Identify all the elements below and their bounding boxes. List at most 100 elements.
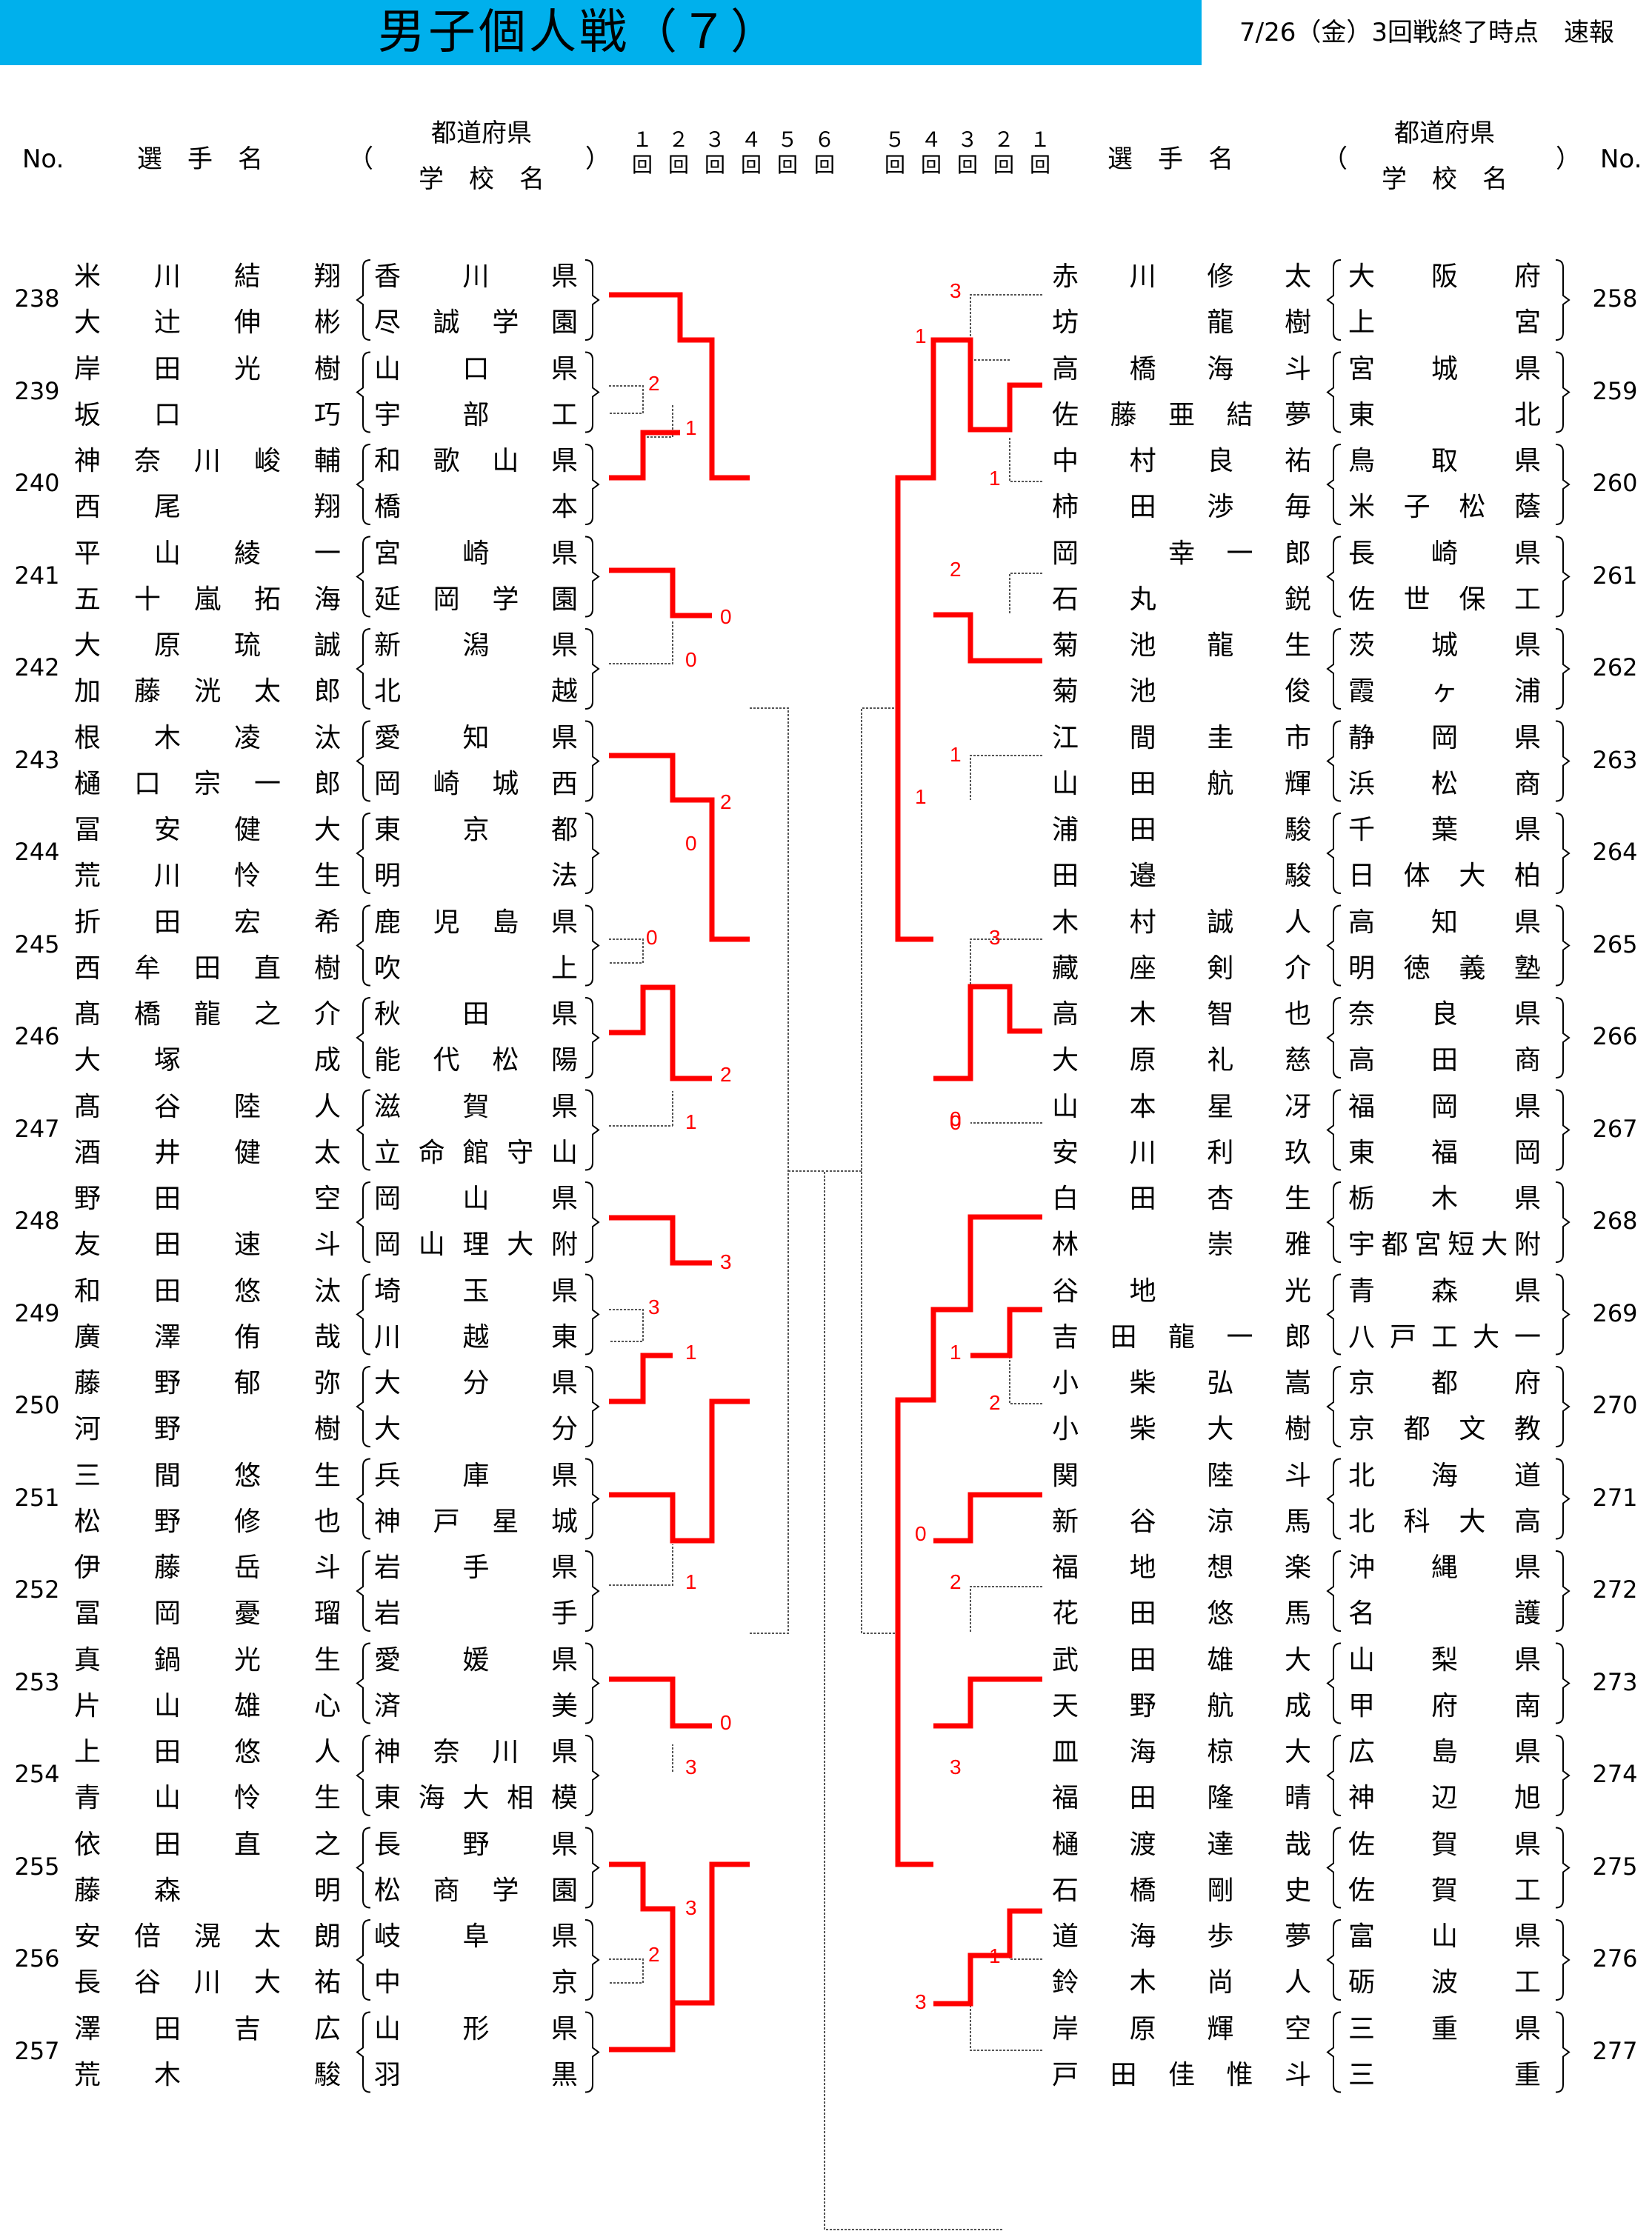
player-name: 江間圭市 bbox=[1052, 722, 1311, 753]
prefecture: 富山県 bbox=[1348, 1921, 1541, 1952]
prefecture: 滋賀県 bbox=[374, 1091, 578, 1122]
school-name: 岡山理大附 bbox=[374, 1230, 578, 1260]
bracket-line bbox=[609, 938, 644, 964]
player-name: 道海歩夢 bbox=[1052, 1921, 1311, 1952]
player-name: 加藤洸太郎 bbox=[74, 676, 341, 707]
win-line bbox=[933, 612, 1042, 664]
bracket-paren-close bbox=[1555, 997, 1571, 1078]
prefecture: 神奈川県 bbox=[374, 1737, 578, 1767]
school-name: 三重 bbox=[1348, 2059, 1541, 2090]
bracket-paren-open bbox=[356, 259, 371, 341]
player-name: 米川結翔 bbox=[74, 261, 341, 292]
bracket-paren-close bbox=[584, 1089, 600, 1171]
match-score: 2 bbox=[720, 790, 732, 813]
player-name: 坊 龍樹 bbox=[1052, 307, 1311, 338]
player-name: 花田悠馬 bbox=[1052, 1598, 1311, 1629]
school-name: 砺波工 bbox=[1348, 1967, 1541, 1998]
player-name: 荒木 駿 bbox=[74, 2059, 341, 2090]
entry-number: 243 bbox=[14, 745, 60, 774]
bracket-paren-close bbox=[584, 904, 600, 987]
bracket-paren-close bbox=[1555, 813, 1571, 894]
bracket-paren-close bbox=[584, 1550, 600, 1632]
entry-number: 272 bbox=[1592, 1576, 1638, 1604]
entry-number: 262 bbox=[1592, 653, 1638, 681]
bracket-paren-open bbox=[1326, 628, 1342, 710]
entry-number: 255 bbox=[14, 1852, 60, 1881]
match-score: 0 bbox=[720, 1711, 732, 1734]
win-line bbox=[609, 292, 750, 481]
school-name: 東北 bbox=[1348, 399, 1541, 430]
win-line bbox=[609, 1398, 750, 1544]
entry-number: 256 bbox=[14, 1944, 60, 1973]
entry-number: 257 bbox=[14, 2036, 60, 2065]
entry-number: 242 bbox=[14, 653, 60, 681]
match-score: 1 bbox=[685, 1110, 697, 1133]
match-score: 1 bbox=[915, 785, 927, 808]
bracket-paren-open bbox=[1326, 813, 1342, 894]
bracket-paren-open bbox=[1326, 1642, 1342, 1724]
bracket-line bbox=[970, 2004, 1042, 2051]
school-name: 宇部工 bbox=[374, 399, 578, 430]
school-name: 明法 bbox=[374, 861, 578, 891]
entry-number: 265 bbox=[1592, 930, 1638, 958]
player-name: 谷地 光 bbox=[1052, 1276, 1311, 1307]
bracket-paren-close bbox=[1555, 720, 1571, 802]
bracket-paren-open bbox=[1326, 536, 1342, 618]
entry-number: 250 bbox=[14, 1391, 60, 1419]
bracket-paren-close bbox=[1555, 351, 1571, 433]
prefecture: 山形県 bbox=[374, 2013, 578, 2044]
match-score: 3 bbox=[685, 1755, 697, 1778]
round-header-left: ３ 回 bbox=[704, 127, 725, 177]
player-name: 青山怜生 bbox=[74, 1783, 341, 1813]
match-score: 0 bbox=[646, 926, 658, 949]
bracket-paren-close bbox=[584, 2011, 600, 2093]
bracket-paren-close bbox=[584, 444, 600, 525]
bracket-paren-open bbox=[1326, 1273, 1342, 1356]
school-name: 北越 bbox=[374, 676, 578, 707]
bracket-paren-open bbox=[1326, 351, 1342, 433]
entry-number: 241 bbox=[14, 561, 60, 590]
prefecture: 長野県 bbox=[374, 1829, 578, 1860]
win-line bbox=[609, 430, 680, 481]
prefecture: 青森県 bbox=[1348, 1276, 1541, 1307]
bracket-paren-open bbox=[356, 1273, 371, 1356]
school-name: 日体大柏 bbox=[1348, 861, 1541, 891]
prefecture: 秋田県 bbox=[374, 999, 578, 1030]
prefecture: 岡山県 bbox=[374, 1184, 578, 1214]
school-name: 松商学園 bbox=[374, 1875, 578, 1906]
school-name: 吹上 bbox=[374, 953, 578, 984]
bracket-paren-close bbox=[584, 536, 600, 618]
school-name: 岡崎城西 bbox=[374, 768, 578, 799]
player-name: 山田航輝 bbox=[1052, 768, 1311, 799]
player-name: 冨安健大 bbox=[74, 815, 341, 845]
player-name: 吉田龍一郎 bbox=[1052, 1321, 1311, 1353]
bracket-line bbox=[643, 404, 673, 438]
col-no-right: No. bbox=[1600, 144, 1642, 174]
player-name: 戸田佳惟斗 bbox=[1052, 2059, 1311, 2090]
bracket-paren-open bbox=[1326, 259, 1342, 341]
player-name: 神奈川峻輔 bbox=[74, 446, 341, 476]
bracket-paren-open bbox=[1326, 997, 1342, 1078]
win-line bbox=[609, 567, 712, 618]
player-name: 廣澤侑哉 bbox=[74, 1321, 341, 1353]
prefecture: 大分県 bbox=[374, 1368, 578, 1398]
player-name: 依田直之 bbox=[74, 1829, 341, 1860]
bracket-paren-open bbox=[356, 904, 371, 987]
bracket-paren-open bbox=[1326, 1827, 1342, 1909]
player-name: 福地想楽 bbox=[1052, 1553, 1311, 1583]
prefecture: 千葉県 bbox=[1348, 815, 1541, 845]
bracket-paren-open bbox=[1326, 904, 1342, 987]
match-score: 0 bbox=[685, 648, 697, 671]
win-line bbox=[609, 984, 712, 1081]
prefecture: 栃木県 bbox=[1348, 1184, 1541, 1214]
player-name: 皿海椋大 bbox=[1052, 1737, 1311, 1767]
prefecture: 山梨県 bbox=[1348, 1644, 1541, 1676]
bracket-paren-open bbox=[1326, 1458, 1342, 1540]
bracket-line bbox=[970, 294, 1042, 361]
player-name: 五十嵐拓海 bbox=[74, 584, 341, 615]
entry-number: 239 bbox=[14, 376, 60, 405]
bracket-paren-close bbox=[1555, 1181, 1571, 1263]
bracket-paren-open bbox=[356, 1550, 371, 1632]
player-name: 藏座剣介 bbox=[1052, 953, 1311, 984]
